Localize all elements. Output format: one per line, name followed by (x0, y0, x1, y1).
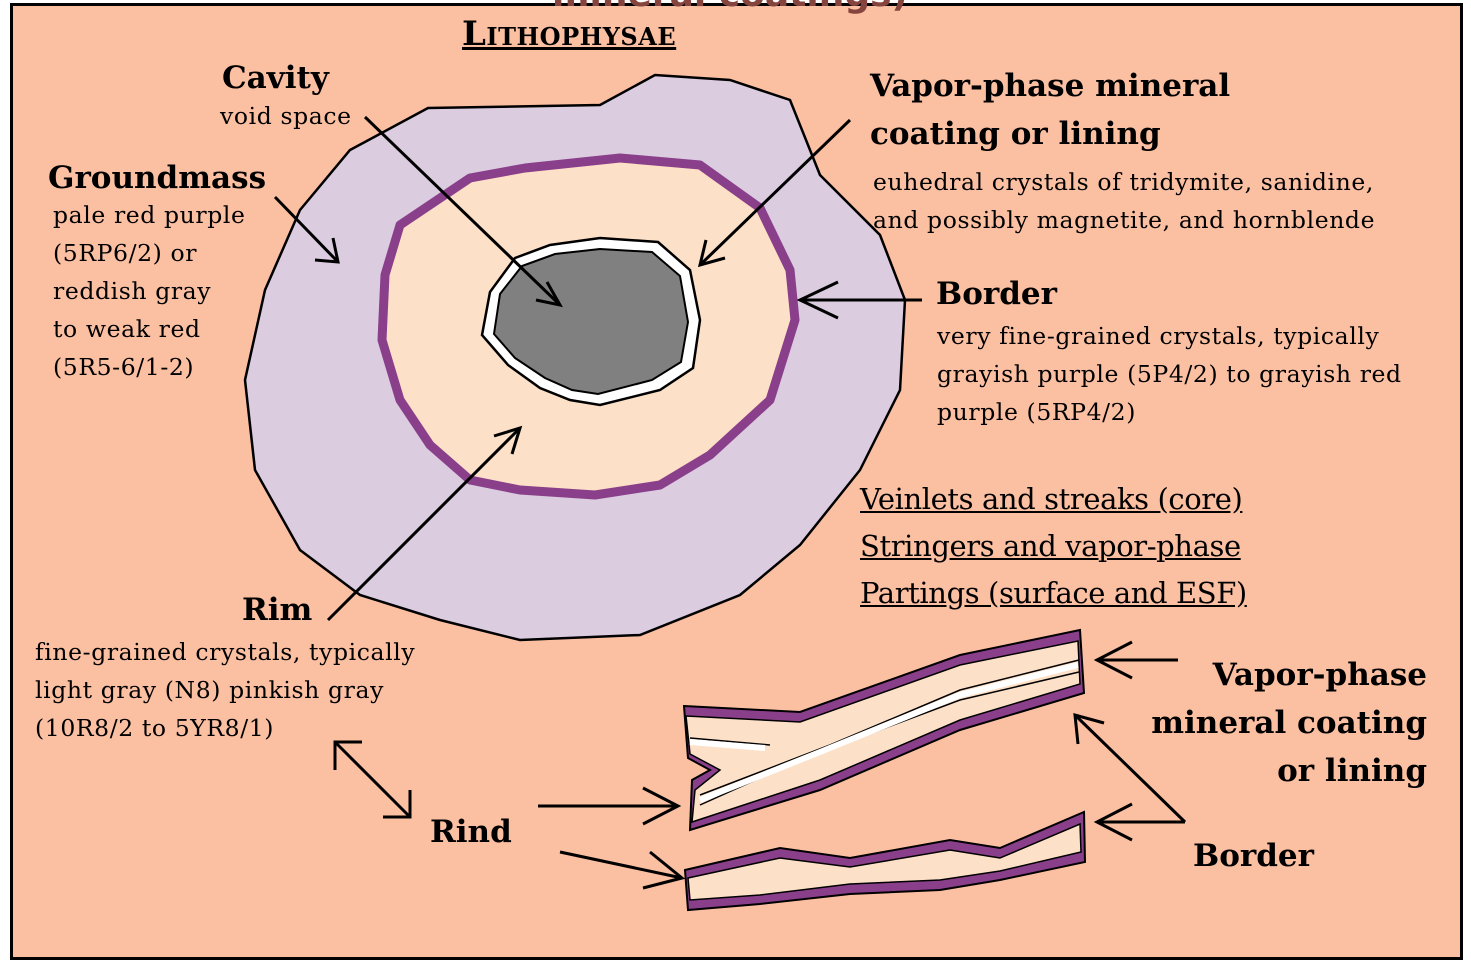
vein-forked (684, 630, 1084, 830)
vein-vapor-phase-heading: Vapor-phase mineral coating or lining (1142, 651, 1427, 795)
vapor-phase-description: euhedral crystals of tridymite, sanidine… (873, 163, 1375, 239)
rind-heading: Rind (430, 814, 512, 850)
rind-double-arrow (335, 742, 410, 817)
link-partings[interactable]: Partings (surface and ESF) (860, 570, 1247, 617)
vein-straight (685, 812, 1085, 910)
vein-border-heading: Border (1193, 838, 1314, 874)
link-stringers[interactable]: Stringers and vapor-phase (860, 523, 1241, 570)
groundmass-description: pale red purple (5RP6/2) or reddish gray… (53, 196, 245, 386)
vapor-phase-heading: Vapor-phase mineral coating or lining (870, 62, 1230, 158)
rim-heading: Rim (242, 592, 312, 628)
border-heading: Border (936, 276, 1057, 312)
rim-description: fine-grained crystals, typically light g… (35, 633, 415, 747)
border-description: very fine-grained crystals, typically gr… (937, 317, 1402, 431)
cavity-description: void space (220, 97, 352, 135)
groundmass-heading: Groundmass (48, 160, 266, 196)
vein-forked-core (686, 641, 1080, 822)
cavity-heading: Cavity (222, 60, 329, 96)
link-veinlets[interactable]: Veinlets and streaks (core) (860, 476, 1242, 523)
